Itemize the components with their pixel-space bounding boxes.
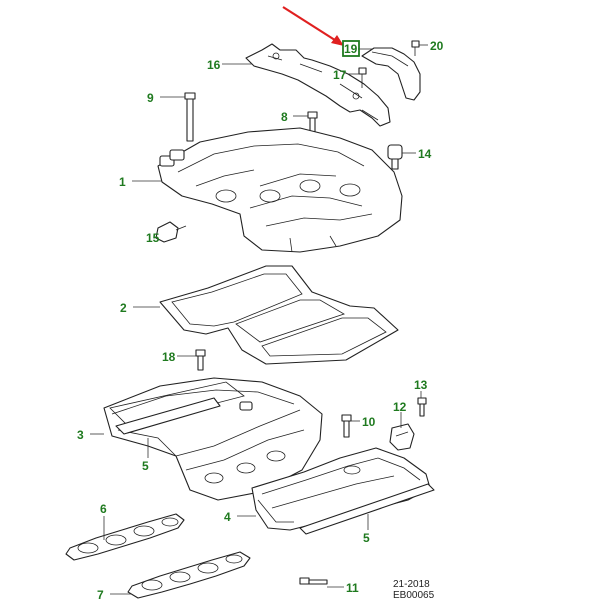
callout-11: 11 xyxy=(346,581,359,595)
callout-14: 14 xyxy=(418,147,432,161)
part-16-bracket xyxy=(245,43,391,127)
part-1-upper-manifold xyxy=(157,127,403,253)
callout-5-lower: 5 xyxy=(363,531,370,545)
leader-lines xyxy=(90,44,428,595)
part-15-sensor xyxy=(155,221,187,243)
part-19-bracket xyxy=(361,47,421,101)
callout-13: 13 xyxy=(414,378,428,392)
part-13-connector xyxy=(417,397,427,417)
callout-9: 9 xyxy=(147,91,154,105)
callout-1: 1 xyxy=(119,175,126,189)
part-17-bolt xyxy=(358,67,367,88)
callout-6: 6 xyxy=(100,502,107,516)
part-5-strip-lower xyxy=(299,483,435,535)
reference-line-2: EB00065 xyxy=(393,590,435,601)
callout-8: 8 xyxy=(281,110,288,124)
callout-10: 10 xyxy=(362,415,376,429)
reference-line-1: 21-2018 xyxy=(393,579,430,590)
part-14-sensor xyxy=(387,144,403,170)
part-9-long-bolt xyxy=(184,92,196,142)
part-2-gasket xyxy=(159,265,399,365)
callout-17: 17 xyxy=(333,68,347,82)
callout-7: 7 xyxy=(97,588,104,602)
callout-19: 19 xyxy=(344,42,358,56)
reference-code: 21-2018 EB00065 xyxy=(393,579,435,601)
callout-3: 3 xyxy=(77,428,84,442)
callout-labels: 1 2 3 4 5 5 6 7 8 9 10 11 12 13 14 15 16… xyxy=(77,39,444,602)
part-12-sensor xyxy=(389,423,415,451)
callout-15: 15 xyxy=(146,231,160,245)
part-11-bolt xyxy=(299,577,328,585)
callout-4: 4 xyxy=(224,510,231,524)
callout-5-upper: 5 xyxy=(142,459,149,473)
highlight-arrow xyxy=(282,6,344,46)
callout-2: 2 xyxy=(120,301,127,315)
callout-12: 12 xyxy=(393,400,407,414)
part-5-strip-upper xyxy=(115,397,221,435)
part-18-bolt xyxy=(195,349,206,371)
part-7-gasket xyxy=(127,551,251,599)
callout-20: 20 xyxy=(430,39,444,53)
callout-18: 18 xyxy=(162,350,176,364)
part-6-gasket xyxy=(65,513,185,561)
callout-16: 16 xyxy=(207,58,221,72)
callout-19-highlight-box xyxy=(342,40,360,57)
part-20-bolt xyxy=(411,40,420,56)
part-3-lower-manifold xyxy=(103,377,323,501)
part-10-bolt xyxy=(341,414,352,438)
